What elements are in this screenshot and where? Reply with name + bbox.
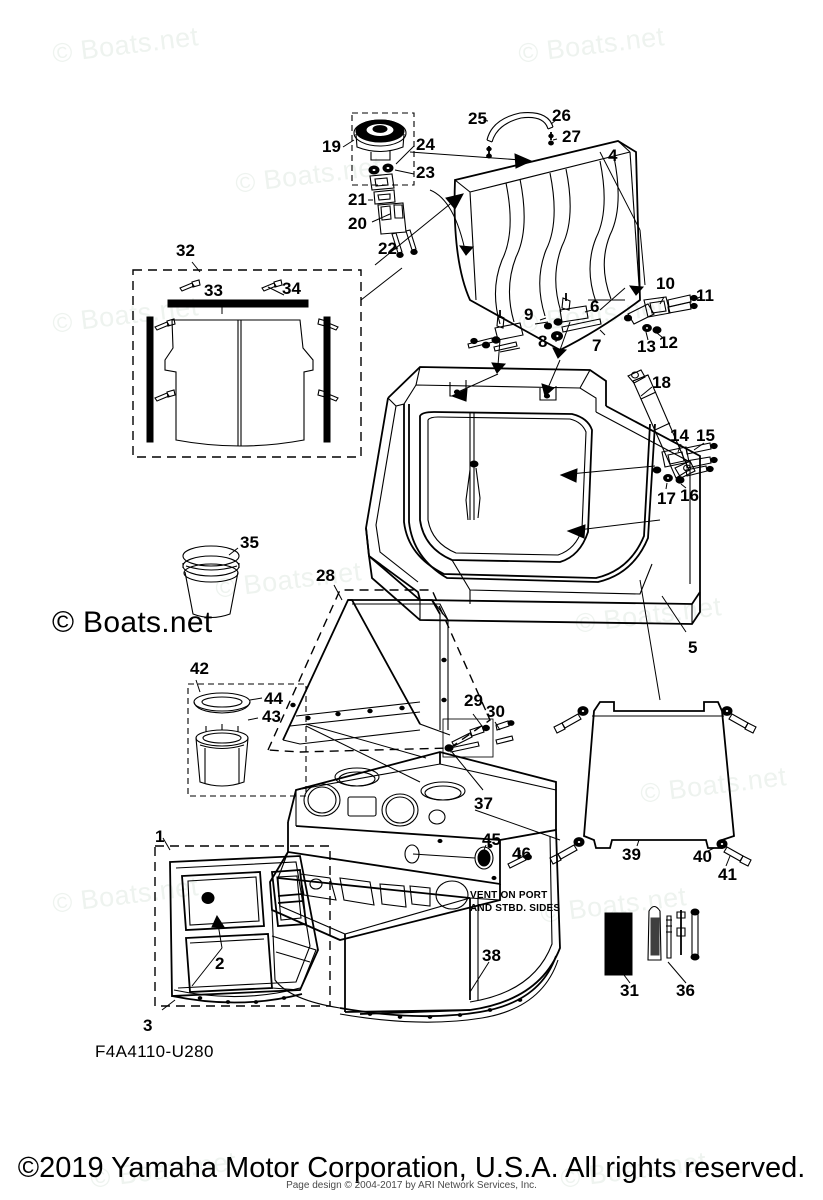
item-31-block: [604, 912, 633, 984]
callout-7: 7: [592, 336, 602, 355]
callout-33: 33: [204, 281, 223, 300]
callout-17: 17: [657, 489, 676, 508]
callout-31: 31: [620, 981, 639, 1000]
callout-44: 44: [264, 689, 283, 708]
callout-12: 12: [659, 333, 678, 352]
callout-36: 36: [676, 981, 695, 1000]
callout-8: 8: [538, 332, 548, 351]
callout-15: 15: [696, 426, 715, 445]
liner-28: [266, 584, 491, 753]
callout-39: 39: [622, 845, 641, 864]
callout-41: 41: [718, 865, 737, 884]
callout-35: 35: [240, 533, 259, 552]
vent-note-line-2: AND STBD. SIDES: [470, 903, 561, 914]
hood-panel-4: [374, 140, 646, 352]
callout-45: 45: [482, 830, 501, 849]
callout-5: 5: [688, 638, 698, 657]
callout-34: 34: [282, 279, 301, 298]
callout-26: 26: [552, 106, 571, 125]
speaker-assembly: [342, 112, 418, 258]
callout-14: 14: [670, 426, 689, 445]
engine-cover-main: [365, 359, 701, 633]
callout-27: 27: [562, 127, 581, 146]
fastener-detail-29-30: [442, 713, 515, 791]
callout-38: 38: [482, 946, 501, 965]
callout-32: 32: [176, 241, 195, 260]
callout-6: 6: [590, 297, 600, 316]
callout-37: 37: [474, 794, 493, 813]
callout-3: 3: [143, 1016, 153, 1035]
callout-25: 25: [468, 109, 487, 128]
callout-40: 40: [693, 847, 712, 866]
grab-handle-assembly: [482, 112, 558, 159]
callout-11: 11: [696, 286, 714, 305]
callout-1: 1: [155, 827, 165, 846]
callout-2: 2: [215, 954, 225, 973]
panel-39: [549, 579, 757, 867]
callout-22: 22: [378, 239, 397, 258]
callout-18: 18: [652, 373, 671, 392]
item-36-hardware: [647, 905, 700, 984]
vent-note-line-1: VENT ON PORT: [470, 890, 548, 901]
callout-23: 23: [416, 163, 435, 182]
bucket-35: [182, 545, 240, 619]
callout-10: 10: [656, 274, 675, 293]
callout-42: 42: [190, 659, 209, 678]
page-design-credit: Page design © 2004-2017 by ARI Network S…: [286, 1180, 537, 1191]
callout-4: 4: [608, 146, 618, 165]
callout-28: 28: [316, 566, 335, 585]
callout-16: 16: [680, 486, 699, 505]
cup-holder-group-42: [187, 679, 427, 797]
callout-30: 30: [486, 702, 505, 721]
rear-panel-group-32: [132, 261, 403, 458]
callout-13: 13: [637, 337, 656, 356]
callout-19: 19: [322, 137, 341, 156]
part-number: F4A4110-U280: [95, 1042, 214, 1061]
callout-29: 29: [464, 691, 483, 710]
callout-9: 9: [524, 305, 534, 324]
callout-20: 20: [348, 214, 367, 233]
callout-46: 46: [512, 844, 531, 863]
callout-21: 21: [348, 190, 367, 209]
vent-grommet-45: [412, 844, 532, 870]
callout-24: 24: [416, 135, 435, 154]
front-panel-group-1: [154, 837, 331, 1011]
hardware-cluster-6-9: [467, 293, 606, 374]
hinge-assembly-10-13: [588, 287, 701, 341]
helm-console: [269, 751, 561, 1023]
boats-net-logo: © Boats.net: [52, 606, 213, 639]
copyright-notice: ©2019 Yamaha Motor Corporation, U.S.A. A…: [17, 1152, 806, 1184]
callout-43: 43: [262, 707, 281, 726]
